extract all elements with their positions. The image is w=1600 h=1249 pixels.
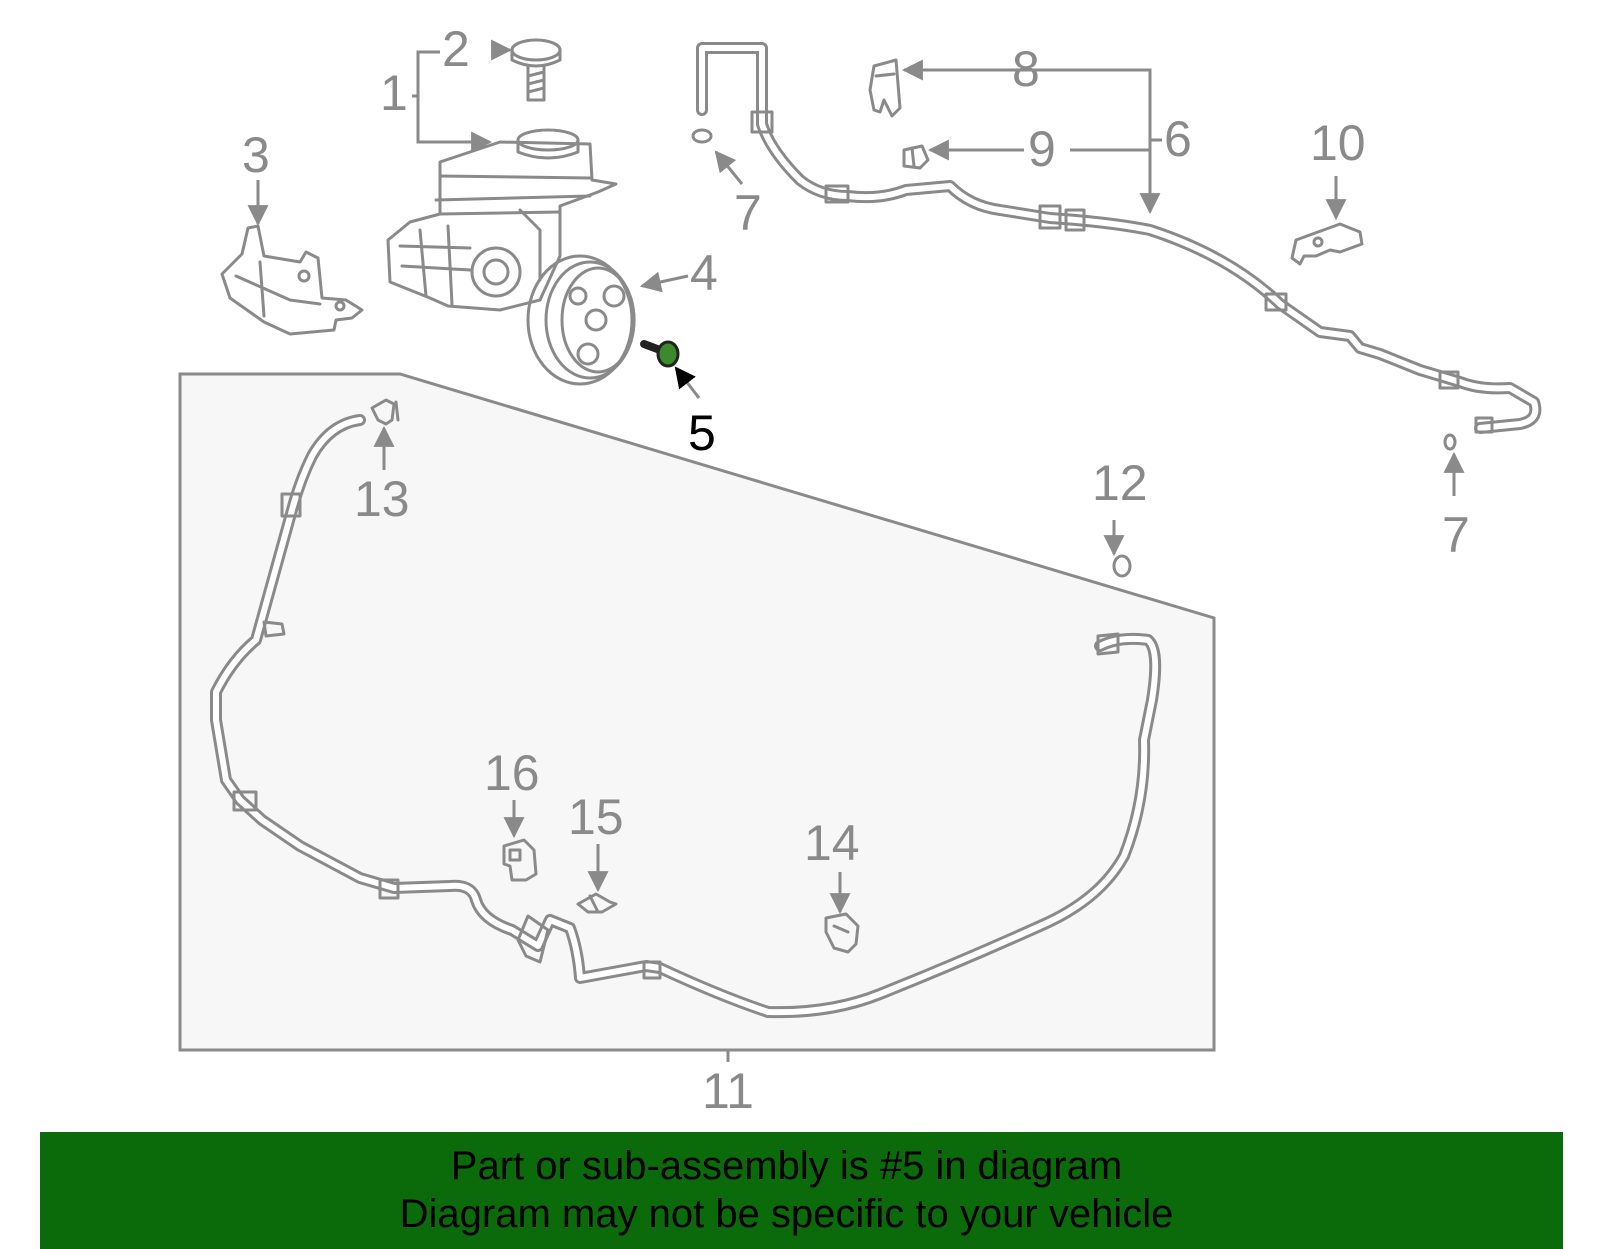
power-steering-pump-part[interactable]: [386, 128, 618, 312]
pump-bracket-part[interactable]: [220, 224, 364, 336]
hose-bracket-part[interactable]: [1290, 222, 1364, 266]
callout-6: 6: [1164, 111, 1192, 167]
pulley-bolt-part[interactable]: [640, 340, 680, 368]
parts-diagram: 1 2 3 4 5 6 7 7 8 9 10 11 12 13 14 15 16: [178, 21, 1542, 1119]
callout-14: 14: [804, 815, 860, 871]
banner-line-1: Part or sub-assembly is #5 in diagram: [450, 1144, 1123, 1188]
hose-clip-part-14[interactable]: [824, 912, 860, 954]
callout-11: 11: [702, 1063, 754, 1119]
hose-clamp-part[interactable]: [370, 398, 400, 426]
callout-7-right: 7: [1442, 507, 1470, 563]
hose-grommet-part[interactable]: [902, 144, 930, 170]
info-banner: Part or sub-assembly is #5 in diagram Di…: [40, 1132, 1563, 1249]
callout-9: 9: [1028, 121, 1056, 177]
banner-line-2: Diagram may not be specific to your vehi…: [399, 1192, 1174, 1236]
callout-12: 12: [1092, 455, 1148, 511]
callout-5: 5: [688, 405, 716, 461]
o-ring-seal-part[interactable]: [1443, 433, 1457, 451]
hose-clip-part[interactable]: [868, 58, 902, 118]
callout-1: 1: [380, 65, 408, 121]
callout-16: 16: [484, 745, 540, 801]
callout-10: 10: [1310, 115, 1366, 171]
callout-8: 8: [1012, 41, 1040, 97]
o-ring-seal-part[interactable]: [691, 128, 713, 144]
callout-2: 2: [442, 21, 470, 77]
callout-13: 13: [354, 471, 410, 527]
pressure-hose-part[interactable]: [696, 42, 1542, 434]
pump-pulley-part[interactable]: [526, 254, 636, 386]
seal-part[interactable]: [1112, 554, 1132, 578]
reservoir-cap-part[interactable]: [510, 38, 562, 102]
callout-15: 15: [568, 789, 624, 845]
hose-assembly-panel: [178, 372, 1216, 1052]
hose-bracket-part-16[interactable]: [502, 838, 538, 882]
callout-4: 4: [690, 245, 718, 301]
leader-lines: [247, 39, 1465, 1062]
hose-clip-part-15[interactable]: [576, 892, 618, 914]
callout-3: 3: [242, 127, 270, 183]
return-hose-part[interactable]: [210, 414, 1162, 1019]
callout-7: 7: [734, 185, 762, 241]
